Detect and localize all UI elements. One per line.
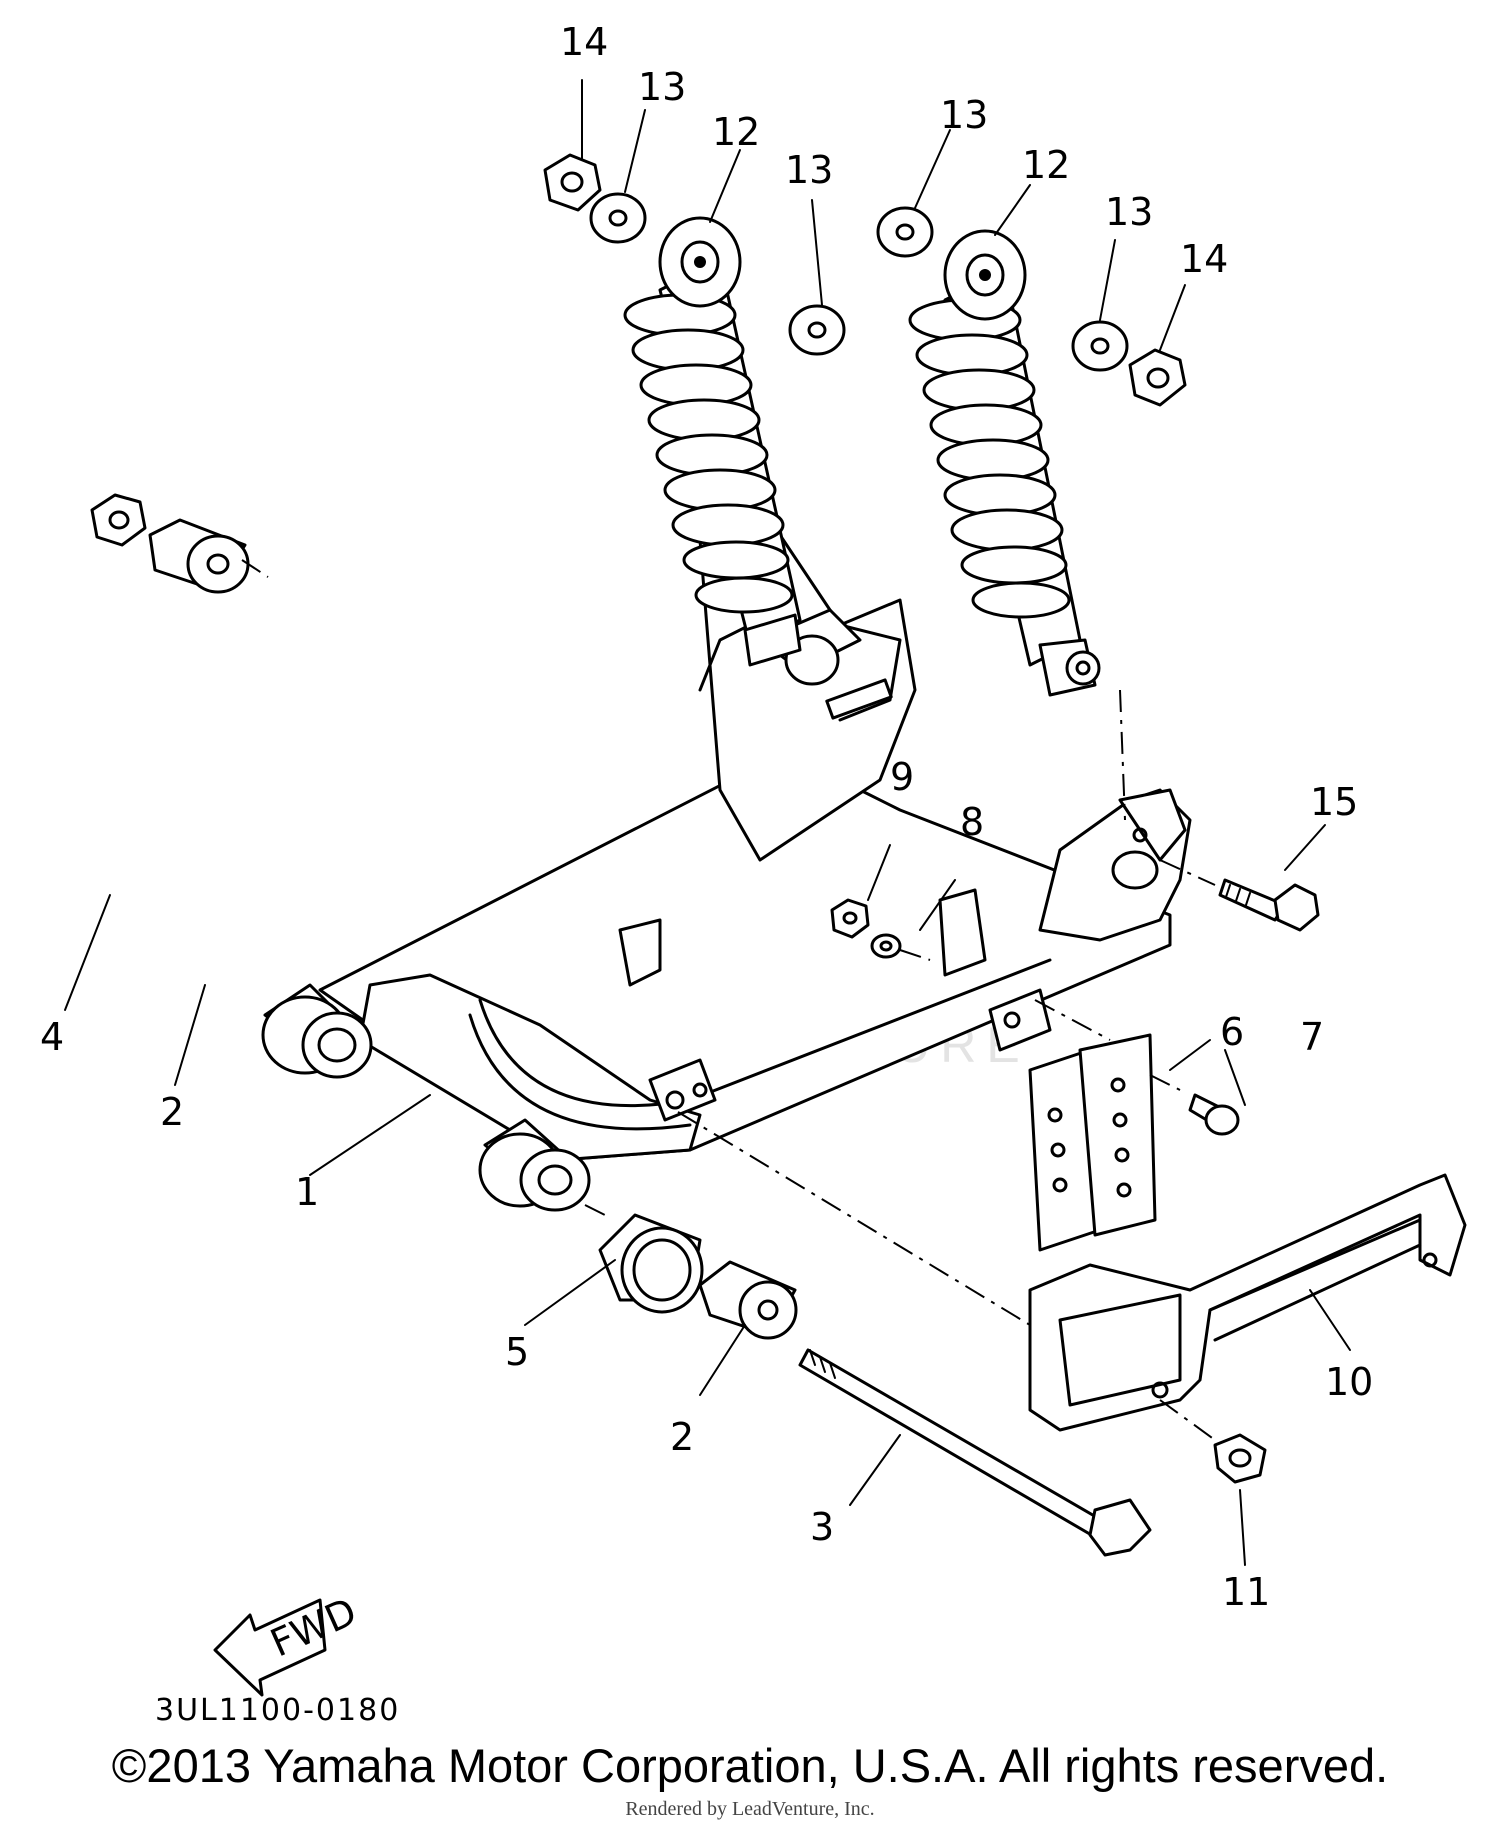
bushing-5 [598, 1213, 704, 1314]
callout-7: 7 [1300, 1015, 1324, 1059]
washer-13-c [876, 206, 934, 258]
callout-2-upper: 2 [160, 1090, 184, 1134]
nut-4 [90, 493, 147, 547]
copyright-notice: ©2013 Yamaha Motor Corporation, U.S.A. A… [111, 1739, 1389, 1792]
callout-5: 5 [505, 1330, 529, 1374]
nut-9-line [899, 949, 931, 961]
bolt-11 [1213, 1433, 1267, 1484]
nut-14-left [543, 153, 602, 212]
callout-14-right: 14 [1180, 237, 1228, 281]
callout-8: 8 [960, 800, 984, 844]
washer-13-d [1071, 320, 1129, 372]
callout-1: 1 [295, 1170, 319, 1214]
pivot-line [241, 559, 269, 578]
callout-3: 3 [810, 1505, 834, 1549]
shock-absorber-left [623, 216, 802, 667]
bolt-11-line [1159, 1399, 1216, 1441]
callout-15: 15 [1310, 780, 1358, 824]
callout-13-c: 13 [940, 93, 988, 137]
shaft-line [677, 1111, 1031, 1326]
bolt-15 [1218, 878, 1320, 932]
nut-14-right [1128, 348, 1187, 407]
callout-6: 6 [1220, 1010, 1244, 1054]
callout-13-a: 13 [638, 65, 686, 109]
bolt-7 [1188, 1093, 1240, 1136]
callout-12-right: 12 [1022, 143, 1070, 187]
washer-13-a [589, 192, 647, 244]
diagram-code: 3UL1100-0180 [155, 1693, 400, 1728]
bushing-2-lower [698, 1260, 798, 1340]
leader-lines [64, 79, 1351, 1566]
bracket-6 [1028, 1033, 1157, 1252]
nut-9 [830, 898, 870, 939]
fwd-arrow: FWD [213, 1589, 363, 1697]
callout-10: 10 [1325, 1360, 1373, 1404]
callout-2-lower: 2 [670, 1415, 694, 1459]
bracket-6-line [1034, 999, 1111, 1041]
callout-14-left: 14 [560, 20, 608, 64]
washer-8 [870, 933, 902, 959]
shaft-line-left [584, 1204, 606, 1216]
callout-9: 9 [890, 755, 914, 799]
callout-13-b: 13 [785, 148, 833, 192]
callouts: 1 2 2 3 4 5 6 7 8 9 10 11 12 12 13 13 13… [40, 20, 1373, 1614]
bolt-7-line [1149, 1074, 1181, 1091]
chain-guard-10 [1028, 1173, 1467, 1432]
bushing-2-upper [148, 518, 250, 594]
shock-mount-line [1119, 689, 1126, 821]
shock-absorber-right [908, 229, 1101, 697]
callout-11: 11 [1222, 1570, 1270, 1614]
callout-4: 4 [40, 1015, 64, 1059]
bolt-15-line [1159, 859, 1216, 886]
washer-13-b [788, 304, 846, 356]
pivot-shaft-3 [798, 1348, 1152, 1557]
callout-13-d: 13 [1105, 190, 1153, 234]
callout-12-left: 12 [712, 110, 760, 154]
rendered-by-credit: Rendered by LeadVenture, Inc. [625, 1798, 875, 1820]
